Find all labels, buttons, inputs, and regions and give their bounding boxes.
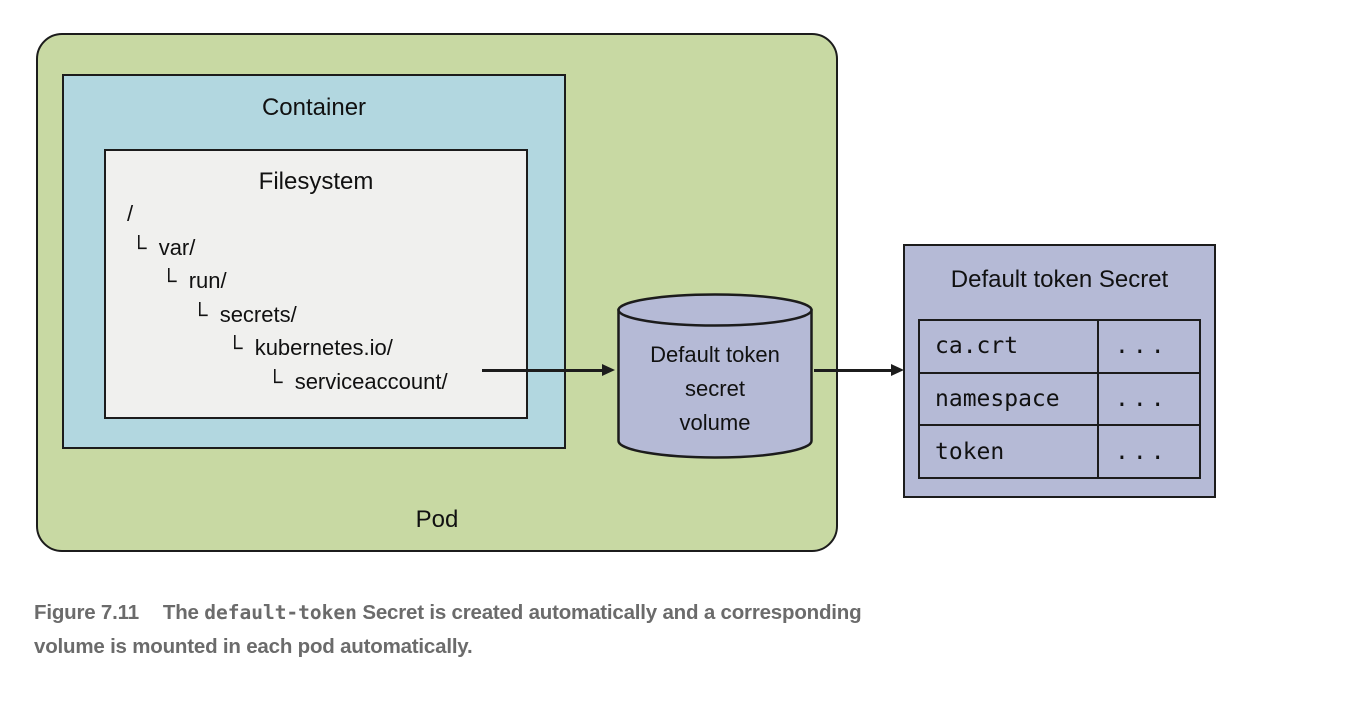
secret-value-cell: ... xyxy=(1097,321,1199,372)
caption-figure-label: Figure 7.11 xyxy=(34,601,139,624)
container-box: Container Filesystem / └ var/ └ run/ └ s… xyxy=(62,74,566,449)
table-row: token ... xyxy=(920,424,1199,478)
secret-key-cell: namespace xyxy=(935,386,1060,412)
pod-label: Pod xyxy=(415,506,459,533)
secret-arrow-icon xyxy=(814,364,904,375)
volume-label-line2: secret xyxy=(685,376,745,401)
caption-text-before-code: The xyxy=(162,601,205,624)
tree-item-root: / xyxy=(127,201,134,226)
volume-label: Default token secret volume xyxy=(616,338,814,440)
caption-line2: volume is mounted in each pod automatica… xyxy=(34,635,473,658)
pod-box: Pod Container Filesystem / └ var/ └ run/… xyxy=(36,33,838,552)
secret-title: Default token Secret xyxy=(950,266,1169,293)
secret-value-cell: ... xyxy=(1097,373,1199,425)
secret-key-cell: ca.crt xyxy=(935,333,1019,360)
cylinder-icon xyxy=(617,293,813,459)
caption-line1: Figure 7.11 The default-token Secret is c… xyxy=(34,596,1244,630)
caption-text-after-code: Secret is created automatically and a co… xyxy=(356,601,862,624)
secret-key-cell: token xyxy=(935,438,1005,465)
secret-value-cell: ... xyxy=(1097,426,1199,478)
table-row: namespace ... xyxy=(920,371,1199,425)
secret-box: Default token Secret ca.crt ... namespac… xyxy=(903,244,1216,498)
container-label: Container xyxy=(261,94,367,121)
file-tree: / └ var/ └ run/ └ secrets/ └ kubernetes.… xyxy=(106,197,526,398)
filesystem-label: Filesystem xyxy=(258,168,374,195)
tree-item-secrets: └ secrets/ xyxy=(192,301,297,327)
tree-item-kubernetes-io: └ kubernetes.io/ xyxy=(227,335,393,360)
caption-code: default-token xyxy=(204,601,357,624)
secret-table: ca.crt ... namespace ... token ... xyxy=(918,319,1201,479)
table-row: ca.crt ... xyxy=(920,321,1199,372)
tree-item-run: └ run/ xyxy=(161,268,227,293)
volume-label-line1: Default token xyxy=(650,342,780,367)
tree-item-serviceaccount: └ serviceaccount/ xyxy=(267,368,448,394)
volume-label-line3: volume xyxy=(679,410,751,435)
figure-caption: Figure 7.11 The default-token Secret is c… xyxy=(34,596,1244,664)
mount-arrow-icon xyxy=(482,364,615,375)
filesystem-box: Filesystem / └ var/ └ run/ └ secrets/ └ … xyxy=(104,149,528,419)
tree-item-var: └ var/ xyxy=(131,234,196,260)
volume-cylinder: Default token secret volume xyxy=(616,292,814,462)
